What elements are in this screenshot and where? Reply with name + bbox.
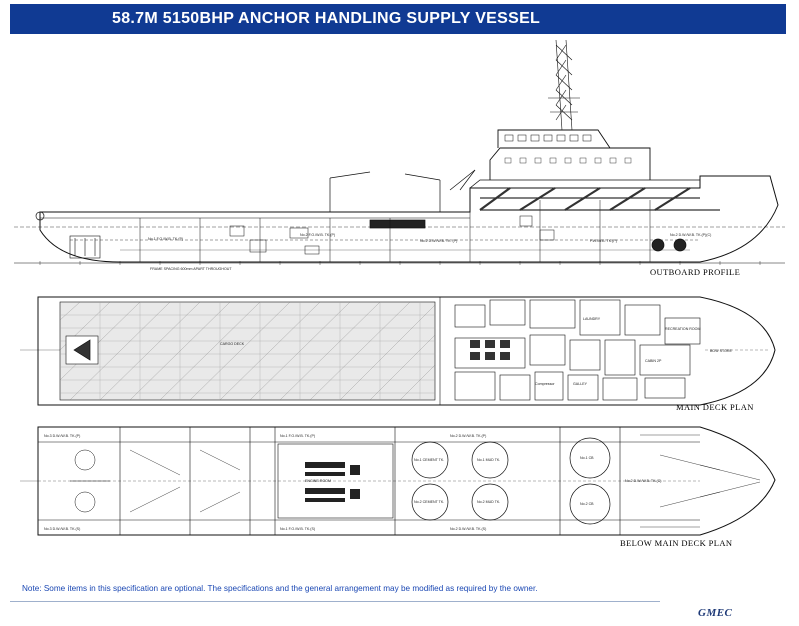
deckhouse-windows bbox=[504, 157, 632, 164]
title-bar: 58.7M 5150BHP ANCHOR HANDLING SUPPLY VES… bbox=[10, 4, 786, 34]
profile-tank-label-4: F.W./W.B. TK.(P) bbox=[590, 239, 617, 243]
bow-compartments bbox=[640, 434, 761, 528]
deck-crane-base bbox=[369, 219, 426, 229]
main-deck-plan-label: MAIN DECK PLAN bbox=[676, 402, 754, 412]
engine-room-label: ENGINE ROOM bbox=[305, 479, 331, 483]
tank-label-dw-s: No.3 D.W./W.B. TK.(S) bbox=[44, 527, 80, 531]
mud-tank-2-label: No.2 MUD TK. bbox=[477, 500, 500, 504]
cabin-label: CABIN 2P bbox=[645, 359, 662, 363]
steering-gear bbox=[70, 449, 110, 513]
cement-tank-2 bbox=[411, 483, 449, 521]
tow-pin-icon bbox=[73, 339, 91, 361]
company-logo: GMEC bbox=[698, 607, 733, 619]
cargo-deck-hatching bbox=[59, 301, 436, 401]
bow-thruster-2 bbox=[673, 238, 687, 252]
forecastle-bracing bbox=[479, 187, 720, 211]
deck-cranes bbox=[329, 169, 476, 212]
bulk-tank-2-label: No.2 CB bbox=[580, 502, 594, 506]
wheelhouse-windows bbox=[504, 134, 592, 142]
tank-label-center: No.2 D.W./W.B. TK.(C) bbox=[625, 479, 661, 483]
tank-label-dw2-p: No.2 D.W./W.B. TK.(P) bbox=[450, 434, 486, 438]
tank-label-dw-p: No.3 D.W./W.B. TK.(P) bbox=[44, 434, 80, 438]
accommodation-rooms bbox=[439, 297, 701, 405]
cargo-deck-area bbox=[59, 301, 436, 401]
stern-propulsion bbox=[69, 235, 101, 259]
cement-tank-3 bbox=[471, 441, 509, 479]
cargo-deck-grating bbox=[60, 302, 435, 400]
cement-tank-4 bbox=[471, 483, 509, 521]
hull-plan-outline bbox=[37, 426, 776, 536]
footer-note: Note: Some items in this specification a… bbox=[22, 584, 538, 593]
laundry-label: LAUNDRY bbox=[583, 317, 601, 321]
engine-room bbox=[277, 443, 394, 519]
profile-tank-label-1: No.1 F.O./W.B. TK.(P) bbox=[148, 237, 183, 241]
wheelhouse bbox=[497, 129, 611, 149]
galley-label: GALLEY bbox=[573, 382, 588, 386]
bulk-tank-2 bbox=[569, 483, 611, 525]
main-deck-plan bbox=[20, 296, 776, 406]
below-main-deck-plan bbox=[20, 426, 776, 536]
bow-thruster-1 bbox=[651, 238, 665, 252]
bulk-tank-1-label: No.1 CB bbox=[580, 456, 594, 460]
hull-outline bbox=[39, 175, 779, 263]
tank-label-fo-s: No.1 F.O./W.B. TK.(S) bbox=[280, 527, 315, 531]
tank-label-dw2-s: No.2 D.W./W.B. TK.(S) bbox=[450, 527, 486, 531]
compressor-label: Compressor bbox=[535, 382, 555, 386]
frame-spacing-label: FRAME SPACING 600mm APART THROUGHOUT bbox=[150, 267, 232, 271]
recreation-room-label: RECREATION ROOM bbox=[665, 327, 700, 331]
profile-tank-label-5: No.2 D.W./W.B. TK.(P)(C) bbox=[670, 233, 711, 237]
bow-store-label: BOW STORE bbox=[710, 349, 733, 353]
profile-tank-label-2: No.2 F.O./W.B. TK.(P) bbox=[300, 233, 335, 237]
stern-struts bbox=[129, 449, 241, 513]
footer-divider bbox=[10, 601, 660, 602]
deck-machinery-blocks bbox=[470, 340, 510, 360]
stern-roller bbox=[35, 211, 45, 221]
cargo-deck-label: CARGO DECK bbox=[220, 342, 245, 346]
main-engines bbox=[305, 462, 360, 502]
tank-label-fo-p: No.1 F.O./W.B. TK.(P) bbox=[280, 434, 315, 438]
main-deck-outline bbox=[37, 296, 776, 406]
cement-tank-1-label: No.1 CEMENT TK. bbox=[414, 458, 444, 462]
lattice-mast bbox=[548, 39, 580, 131]
deckhouse bbox=[489, 147, 651, 180]
outboard-profile-label: OUTBOARD PROFILE bbox=[650, 267, 740, 277]
profile-tank-label-3: No.2 D.W./W.B. TK. (P) bbox=[420, 239, 457, 243]
bulk-tank-1 bbox=[569, 437, 611, 479]
cement-tank-2-label: No.2 CEMENT TK. bbox=[414, 500, 444, 504]
below-main-deck-plan-label: BELOW MAIN DECK PLAN bbox=[620, 538, 732, 548]
mud-tank-1-label: No.1 MUD TK. bbox=[477, 458, 500, 462]
deck-machinery bbox=[229, 215, 555, 255]
tank-bulkheads bbox=[139, 200, 651, 262]
below-deck-bulkheads bbox=[119, 427, 621, 535]
page-title: 58.7M 5150BHP ANCHOR HANDLING SUPPLY VES… bbox=[112, 10, 541, 27]
outboard-profile bbox=[14, 39, 785, 265]
cement-tank-1 bbox=[411, 441, 449, 479]
